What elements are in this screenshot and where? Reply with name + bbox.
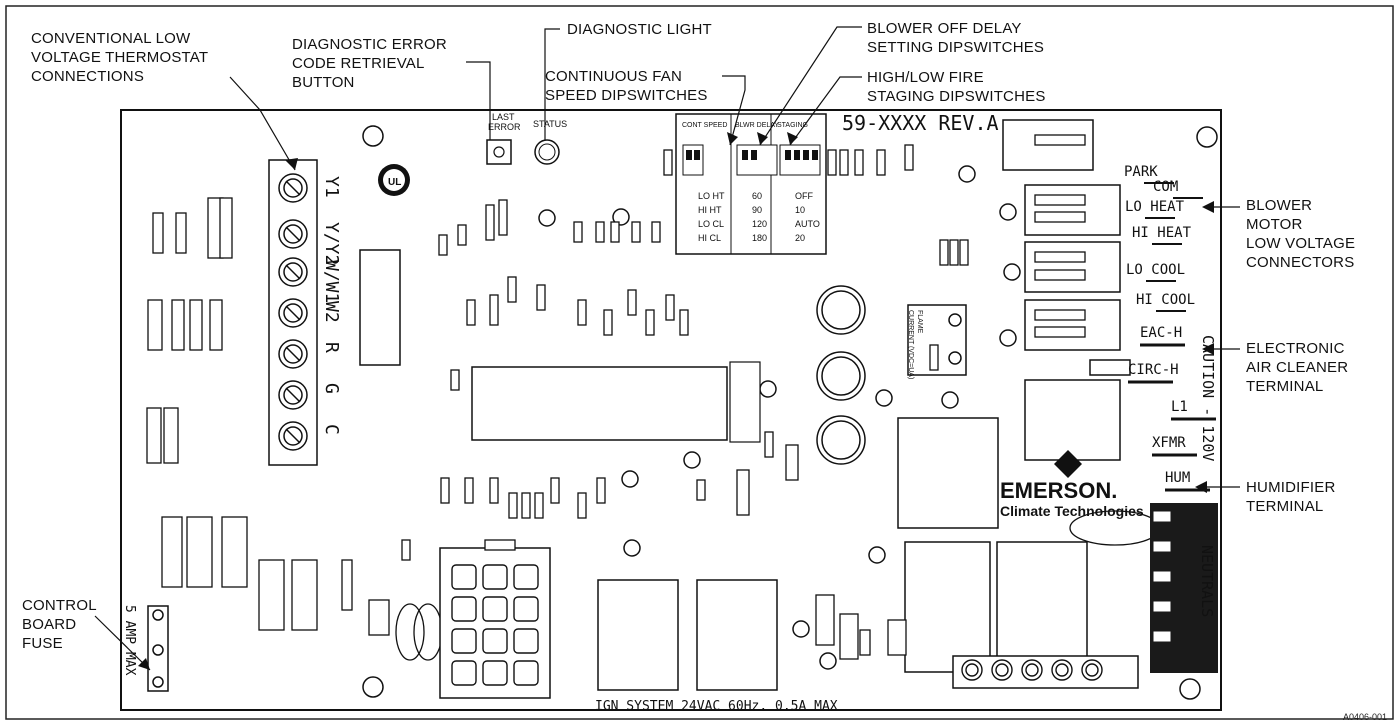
motor-terminal-label: HI HEAT <box>1132 225 1192 241</box>
molex-pin <box>513 564 539 590</box>
thermostat-terminal-label: Y/Y2 <box>321 222 342 265</box>
neutral-screw <box>1021 659 1043 681</box>
thermostat-screw-6 <box>278 421 308 451</box>
component-k5 <box>696 579 778 691</box>
thermostat-terminal-label: R <box>321 342 342 353</box>
callout-staging: HIGH/LOW FIRE STAGING DIPSWITCHES <box>867 69 1046 105</box>
motor-terminal-label: LO HEAT <box>1125 199 1185 215</box>
thermostat-screw-0 <box>278 173 308 203</box>
callout-fan-speed: CONTINUOUS FAN SPEED DIPSWITCHES <box>545 68 708 104</box>
error-button[interactable] <box>486 139 512 165</box>
callout-leaders <box>94 26 1240 671</box>
thermostat-terminal-label: C <box>321 424 342 435</box>
neutral-screw <box>961 659 983 681</box>
molex-connector <box>439 539 551 699</box>
callout-fuse: CONTROL BOARD FUSE <box>22 597 97 652</box>
motor-terminal-label: PARK <box>1124 164 1158 180</box>
callout-eac: ELECTRONIC AIR CLEANER TERMINAL <box>1246 340 1349 395</box>
molex-pin <box>482 660 508 686</box>
neutral-screw <box>1081 659 1103 681</box>
thermostat-screw-2 <box>278 257 308 287</box>
figure-id: A0406-001 <box>1342 712 1387 722</box>
side-terminal-label: CIRC-H <box>1128 362 1179 378</box>
molex-pin <box>482 628 508 654</box>
molex-pin <box>513 660 539 686</box>
thermostat-screw-1 <box>278 219 308 249</box>
neutral-tab <box>1153 571 1171 582</box>
molex-pin <box>451 564 477 590</box>
neutral-screw-terminal <box>952 655 1139 689</box>
side-terminal-label: HUM <box>1165 470 1190 486</box>
board-outline <box>120 109 1222 711</box>
neutrals-bar <box>1150 503 1218 673</box>
callout-thermostat: CONVENTIONAL LOW VOLTAGE THERMOSTAT CONN… <box>31 30 209 85</box>
emerson-logo-icon <box>1054 450 1082 478</box>
molex-pin <box>482 564 508 590</box>
callout-arrowheads <box>138 132 1214 670</box>
thermostat-screw-5 <box>278 380 308 410</box>
part-number: 59-XXXX REV.A <box>842 111 999 135</box>
component-k9 <box>597 579 679 691</box>
neutral-screw <box>1051 659 1073 681</box>
ign-system-label: IGN SYSTEM 24VAC 60Hz. 0.5A MAX <box>595 699 838 714</box>
motor-terminal-label: HI COOL <box>1136 292 1195 308</box>
neutral-tab <box>1153 511 1171 522</box>
callout-humidifier: HUMIDIFIER TERMINAL <box>1246 479 1336 515</box>
thermostat-terminal-label: W/W1 <box>321 260 342 303</box>
side-terminal-label: XFMR <box>1152 435 1186 451</box>
thermostat-terminal-label: Y1 <box>321 176 342 198</box>
thermostat-screw-3 <box>278 298 308 328</box>
motor-terminal-label: LO COOL <box>1126 262 1185 278</box>
fuse-rating-label: 5 AMP MAX <box>122 605 137 676</box>
resistors <box>146 134 1086 660</box>
varistor-rv1 <box>1069 510 1161 546</box>
neutral-tab <box>1153 601 1171 612</box>
neutral-tab <box>1153 631 1171 642</box>
callout-blower-motor: BLOWER MOTOR LOW VOLTAGE CONNECTORS <box>1246 197 1356 271</box>
motor-terminal-label: COM <box>1153 179 1178 195</box>
brand-name: EMERSON. <box>1000 478 1117 503</box>
thermostat-screw-4 <box>278 339 308 369</box>
thermostat-terminal-block <box>268 159 318 466</box>
callout-blower-delay: BLOWER OFF DELAY SETTING DIPSWITCHES <box>867 20 1045 56</box>
varistor-rv3 <box>413 603 443 661</box>
side-terminal-label: EAC-H <box>1140 325 1182 341</box>
thermostat-terminal-label: W2 <box>321 301 342 323</box>
molex-pin <box>451 596 477 622</box>
thermostat-terminal-label: G <box>321 383 342 394</box>
molex-pin <box>482 596 508 622</box>
molex-pin <box>451 628 477 654</box>
neutral-screw <box>991 659 1013 681</box>
molex-pin <box>513 596 539 622</box>
callout-error-button: DIAGNOSTIC ERROR CODE RETRIEVAL BUTTON <box>292 36 447 91</box>
figure-frame <box>5 5 1394 720</box>
callout-diagnostic-light: DIAGNOSTIC LIGHT <box>567 21 712 38</box>
capacitors <box>816 285 866 465</box>
molex-pin <box>451 660 477 686</box>
caution-label: CAUTION - 120V <box>1199 335 1217 461</box>
status-label: STATUS <box>533 119 567 129</box>
relays <box>897 119 1131 673</box>
capacitor-c13 <box>368 599 390 636</box>
thermostat-plug <box>359 249 401 366</box>
molex-pin <box>513 628 539 654</box>
varistor-rv4 <box>395 603 425 661</box>
dipswitch-panel <box>675 113 827 255</box>
ul-logo-icon: UL <box>378 164 410 196</box>
fuse-holder <box>147 605 169 692</box>
side-terminal-label: L1 <box>1171 399 1188 415</box>
neutral-tab <box>1153 541 1171 552</box>
microcontroller <box>471 366 728 441</box>
